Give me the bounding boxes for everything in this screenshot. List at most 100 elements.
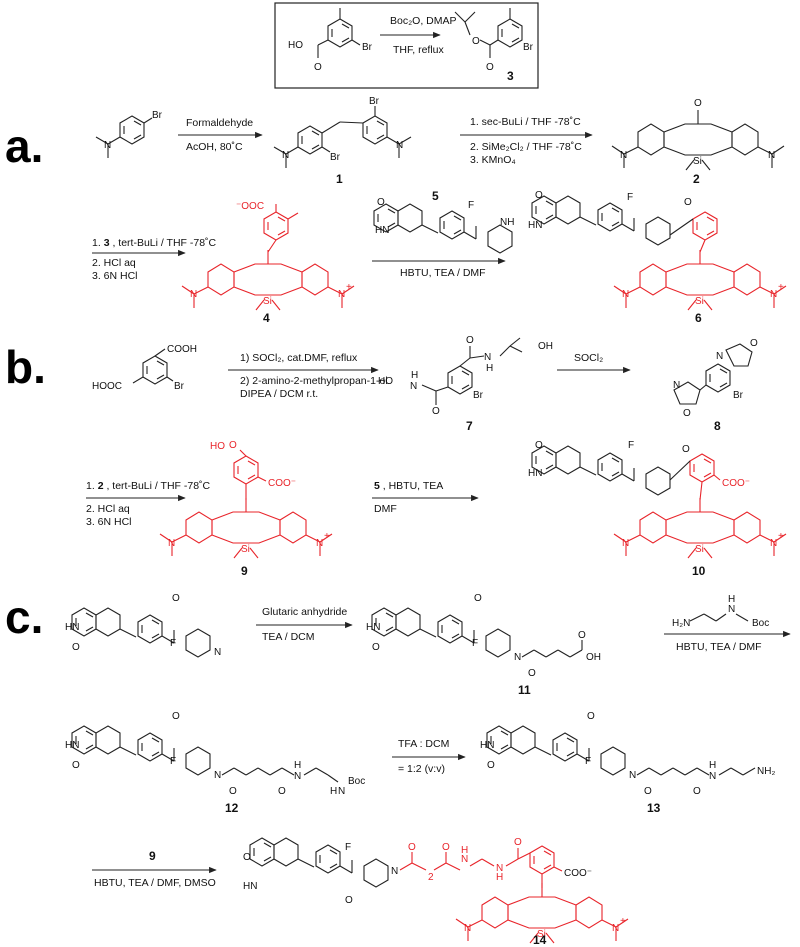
atom-n: N xyxy=(709,771,716,782)
a-step3-line3: 3. 6N HCl xyxy=(92,270,138,282)
atom-o: O xyxy=(229,440,237,451)
charge-plus: + xyxy=(324,531,330,542)
a-step3-line1-num: 1. xyxy=(92,237,101,249)
atom-n: N xyxy=(410,381,417,392)
atom-carboxylate: ⁻OOC xyxy=(236,201,264,212)
c-step3-line2: = 1:2 (v:v) xyxy=(398,763,445,775)
atom-o: O xyxy=(644,786,652,797)
a-step2-line1: 1. sec-BuLi / THF -78˚C xyxy=(470,116,581,128)
atom-br: Br xyxy=(362,42,373,53)
b-step4-line1: 5 , HBTU, TEA xyxy=(374,480,443,492)
atom-o: O xyxy=(486,62,494,73)
atom-f: F xyxy=(170,638,176,649)
a-step3-line1-rest: , tert-BuLi / THF -78˚C xyxy=(112,237,216,249)
compound-8-structure xyxy=(673,343,753,405)
compound-4-structure xyxy=(181,204,355,311)
atom-n: N xyxy=(464,923,471,934)
atom-n: N xyxy=(214,647,221,658)
atom-ho: HO xyxy=(288,40,303,51)
atom-si: Si xyxy=(693,156,702,167)
bromoterephthalic-acid-structure xyxy=(132,348,174,385)
atom-f: F xyxy=(468,200,474,211)
atom-n: N xyxy=(104,140,111,151)
compound-label-6: 6 xyxy=(695,311,702,325)
atom-o: O xyxy=(345,895,353,906)
atom-o: O xyxy=(172,593,180,604)
atom-o: O xyxy=(694,98,702,109)
atom-h: H xyxy=(496,872,503,883)
atom-hooc: HOOC xyxy=(92,381,122,392)
atom-n: N xyxy=(338,786,345,797)
atom-n: N xyxy=(514,652,521,663)
atom-o: O xyxy=(432,406,440,417)
atom-f: F xyxy=(170,756,176,767)
b-step3-line1-ref: 2 xyxy=(98,480,104,492)
atom-n: N xyxy=(214,770,221,781)
atom-o: O xyxy=(528,668,536,679)
box-solvent: THF, reflux xyxy=(393,44,445,56)
atom-chain-count: 2 xyxy=(428,872,434,883)
b-step3-line1-rest: , tert-BuLi / THF -78˚C xyxy=(106,480,210,492)
atom-si: Si xyxy=(695,296,704,307)
b-step2-line1: SOCl₂ xyxy=(574,352,603,364)
atom-o: O xyxy=(578,630,586,641)
atom-n: N xyxy=(391,866,398,877)
atom-o: O xyxy=(408,842,416,853)
b-step3-line3: 3. 6N HCl xyxy=(86,516,132,528)
atom-h: H xyxy=(330,786,337,797)
atom-o: O xyxy=(474,593,482,604)
atom-o: O xyxy=(514,837,522,848)
compound-label-3: 3 xyxy=(507,69,514,83)
atom-n-plus: N xyxy=(770,538,777,549)
a-step3-line1-ref: 3 xyxy=(104,237,110,249)
atom-n: N xyxy=(396,140,403,151)
atom-o: O xyxy=(278,786,286,797)
atom-n: N xyxy=(484,352,491,363)
atom-br: Br xyxy=(174,381,185,392)
atom-hn: HN xyxy=(65,622,79,633)
atom-o: O xyxy=(377,197,385,208)
atom-o: O xyxy=(372,642,380,653)
atom-n: N xyxy=(768,150,775,161)
a-step2-line3: 3. KMnO₄ xyxy=(470,154,516,166)
compound-label-13: 13 xyxy=(647,801,661,815)
a-step4-line1: HBTU, TEA / DMF xyxy=(400,267,486,279)
b-step1-line2: 2) 2-amino-2-methylpropan-1-ol xyxy=(240,375,388,387)
compound-10-structure xyxy=(532,446,787,559)
atom-boc: Boc xyxy=(348,776,365,787)
atom-si: Si xyxy=(695,544,704,555)
reagent-5-structure xyxy=(374,204,512,253)
atom-n: N xyxy=(622,538,629,549)
atom-br: Br xyxy=(523,42,534,53)
c-step1-line2: TEA / DCM xyxy=(262,631,315,643)
atom-o: O xyxy=(72,760,80,771)
olaparib-amine-structure xyxy=(72,608,210,657)
atom-h: H xyxy=(461,845,468,856)
atom-o: O xyxy=(682,444,690,455)
atom-cooh: COOH xyxy=(167,344,197,355)
atom-o: O xyxy=(442,842,450,853)
b-step3-line1-num: 1. xyxy=(86,480,95,492)
atom-carboxylate: COO⁻ xyxy=(564,868,592,879)
atom-o: O xyxy=(466,335,474,346)
atom-o: O xyxy=(684,197,692,208)
compound-label-1: 1 xyxy=(336,172,343,186)
ester-3-structure xyxy=(454,8,523,58)
atom-n: N xyxy=(294,771,301,782)
compound-1-structure xyxy=(273,106,412,168)
benzoic-acid-structure xyxy=(317,8,361,58)
compound-7-structure xyxy=(421,337,523,405)
atom-hn: HN xyxy=(65,740,79,751)
atom-si: Si xyxy=(241,544,250,555)
atom-oh: OH xyxy=(538,341,553,352)
atom-o: O xyxy=(314,62,322,73)
atom-br: Br xyxy=(733,390,744,401)
c-step2-line1: HBTU, TEA / DMF xyxy=(676,641,762,653)
a-step1-line2: AcOH, 80˚C xyxy=(186,141,243,153)
b-step1-line1: 1) SOCl₂, cat.DMF, reflux xyxy=(240,352,358,364)
section-letter-b: b. xyxy=(5,341,46,393)
b-step4-line2: DMF xyxy=(374,503,397,515)
atom-br: Br xyxy=(369,96,380,107)
atom-o: O xyxy=(693,786,701,797)
